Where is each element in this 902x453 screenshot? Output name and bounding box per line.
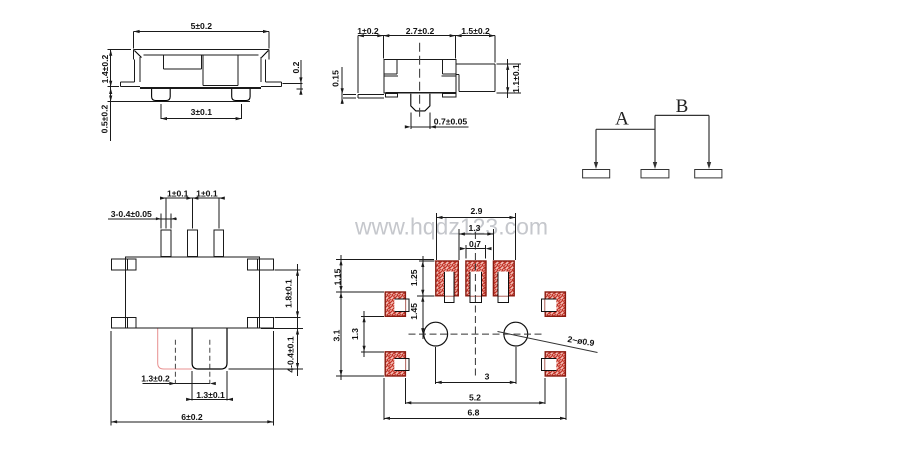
svg-text:0.2: 0.2 bbox=[291, 61, 301, 73]
svg-text:B: B bbox=[676, 96, 689, 117]
svg-text:1.25: 1.25 bbox=[409, 269, 419, 286]
svg-text:1.3: 1.3 bbox=[469, 223, 481, 233]
svg-text:A: A bbox=[615, 109, 629, 130]
svg-text:5±0.2: 5±0.2 bbox=[191, 21, 213, 31]
svg-text:1.15: 1.15 bbox=[333, 268, 343, 285]
svg-text:1±0.2: 1±0.2 bbox=[357, 26, 379, 36]
svg-text:0.7: 0.7 bbox=[469, 239, 481, 249]
svg-text:0.7±0.05: 0.7±0.05 bbox=[434, 117, 468, 127]
svg-text:0.15: 0.15 bbox=[331, 70, 341, 87]
svg-text:1±0.1: 1±0.1 bbox=[167, 188, 189, 198]
svg-text:3: 3 bbox=[485, 372, 490, 382]
svg-text:1.3±0.1: 1.3±0.1 bbox=[196, 390, 225, 400]
svg-text:1.4±0.2: 1.4±0.2 bbox=[100, 54, 110, 83]
svg-text:4-0.4±0.1: 4-0.4±0.1 bbox=[286, 336, 296, 372]
svg-text:0.5±0.2: 0.5±0.2 bbox=[100, 104, 110, 133]
svg-text:1±0.1: 1±0.1 bbox=[196, 188, 218, 198]
svg-text:1.1±0.1: 1.1±0.1 bbox=[511, 64, 521, 93]
svg-text:6±0.2: 6±0.2 bbox=[181, 412, 203, 422]
svg-text:5.2: 5.2 bbox=[469, 392, 481, 402]
svg-text:1.45: 1.45 bbox=[409, 303, 419, 320]
svg-text:6.8: 6.8 bbox=[468, 408, 480, 418]
svg-text:3-0.4±0.05: 3-0.4±0.05 bbox=[111, 209, 152, 219]
svg-text:1.8±0.1: 1.8±0.1 bbox=[284, 279, 294, 308]
svg-text:3.1: 3.1 bbox=[332, 329, 342, 341]
svg-text:2~ø0.9: 2~ø0.9 bbox=[567, 334, 595, 348]
svg-text:1.5±0.2: 1.5±0.2 bbox=[461, 26, 490, 36]
svg-text:2.9: 2.9 bbox=[471, 206, 483, 216]
svg-text:2.7±0.2: 2.7±0.2 bbox=[406, 26, 435, 36]
svg-text:3±0.1: 3±0.1 bbox=[191, 107, 213, 117]
svg-text:1.3±0.2: 1.3±0.2 bbox=[141, 373, 170, 383]
svg-text:1.3: 1.3 bbox=[350, 328, 360, 340]
